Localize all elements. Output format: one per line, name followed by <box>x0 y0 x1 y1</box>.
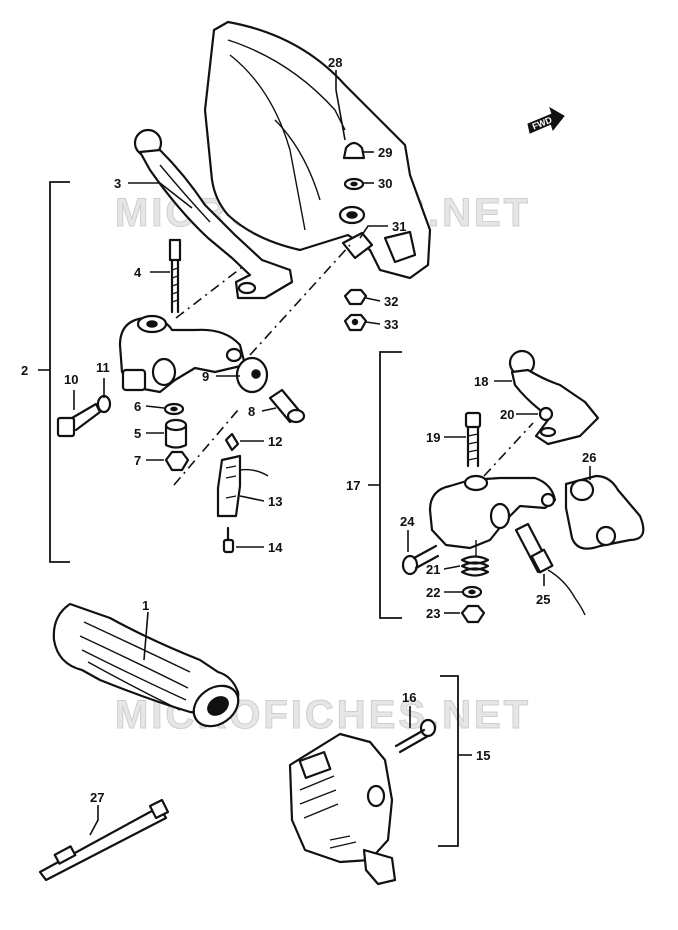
part-11-washer <box>96 394 112 414</box>
part-15-handlebar-switch <box>288 732 397 886</box>
assembly-line-b <box>173 409 239 486</box>
part-18-clutch-lever <box>508 349 600 446</box>
callout-28: 28 <box>328 55 342 70</box>
callout-18: 18 <box>474 374 488 389</box>
part-1-handlebar-grip <box>52 602 240 728</box>
leader-lines <box>73 70 591 836</box>
part-9-dust-boot <box>235 356 269 394</box>
callout-15: 15 <box>476 748 490 763</box>
callout-7: 7 <box>134 453 141 468</box>
part-26-switch-housing <box>564 474 645 550</box>
callout-22: 22 <box>426 585 440 600</box>
part-21-spring <box>460 540 490 577</box>
callout-27: 27 <box>90 790 104 805</box>
callout-17: 17 <box>346 478 360 493</box>
part-5-collar <box>164 418 188 449</box>
part-14-screw <box>222 526 235 554</box>
assembly-line-c <box>249 244 351 356</box>
callout-8: 8 <box>248 404 255 419</box>
assembly-line-a <box>175 264 246 319</box>
part-10-bolt <box>56 402 102 438</box>
callout-13: 13 <box>268 494 282 509</box>
callout-10: 10 <box>64 372 78 387</box>
callout-14: 14 <box>268 540 283 555</box>
callout-labels: 2 3 28 29 30 31 32 33 4 9 8 10 11 6 5 7 … <box>21 55 596 805</box>
part-24-screw <box>401 544 440 576</box>
bracket-part-2 <box>49 181 70 563</box>
callout-32: 32 <box>384 294 398 309</box>
part-19-pivot-bolt <box>464 411 482 468</box>
part-32-nut <box>343 288 368 306</box>
part-29-cap-nut <box>342 141 366 160</box>
forward-direction-label: FWD <box>531 114 554 131</box>
callout-33: 33 <box>384 317 398 332</box>
callout-9: 9 <box>202 369 209 384</box>
callout-24: 24 <box>400 514 415 529</box>
callout-29: 29 <box>378 145 392 160</box>
part-25-clutch-switch <box>514 522 586 616</box>
callout-16: 16 <box>402 690 416 705</box>
callout-11: 11 <box>96 360 110 375</box>
part-27-cable-tie <box>38 798 170 882</box>
part-7-nut <box>164 450 190 472</box>
callout-6: 6 <box>134 399 141 414</box>
callout-31: 31 <box>392 219 406 234</box>
part-23-nut <box>460 604 486 624</box>
part-6-washer <box>163 402 185 416</box>
forward-direction-arrow-icon: FWD <box>527 106 565 134</box>
assembly-line-d <box>483 422 534 477</box>
callout-20: 20 <box>500 407 514 422</box>
part-12-clip <box>224 432 240 452</box>
callout-12: 12 <box>268 434 282 449</box>
callout-25: 25 <box>536 592 550 607</box>
part-2-master-cylinder-body <box>118 314 247 394</box>
callout-2: 2 <box>21 363 28 378</box>
bracket-part-17 <box>379 351 402 619</box>
part-16-screw <box>394 718 437 754</box>
callout-1: 1 <box>142 598 149 613</box>
callout-19: 19 <box>426 430 440 445</box>
part-4-pivot-bolt <box>168 238 182 314</box>
part-28-hand-guard <box>203 20 432 280</box>
part-20-pivot-bushing <box>538 406 554 422</box>
part-13-brake-light-switch <box>216 454 269 518</box>
callout-3: 3 <box>114 176 121 191</box>
part-22-washer <box>461 585 483 599</box>
callout-23: 23 <box>426 606 440 621</box>
callout-30: 30 <box>378 176 392 191</box>
callout-26: 26 <box>582 450 596 465</box>
part-3-brake-lever <box>133 128 294 300</box>
callout-21: 21 <box>426 562 440 577</box>
callout-5: 5 <box>134 426 141 441</box>
part-17-clutch-lever-holder <box>428 474 557 550</box>
part-8-union-bolt <box>268 388 306 424</box>
part-31-clamp <box>338 205 374 260</box>
bracket-part-15 <box>438 675 459 847</box>
part-33-nut <box>343 313 368 332</box>
callout-4: 4 <box>134 265 142 280</box>
part-30-washer <box>343 177 365 191</box>
